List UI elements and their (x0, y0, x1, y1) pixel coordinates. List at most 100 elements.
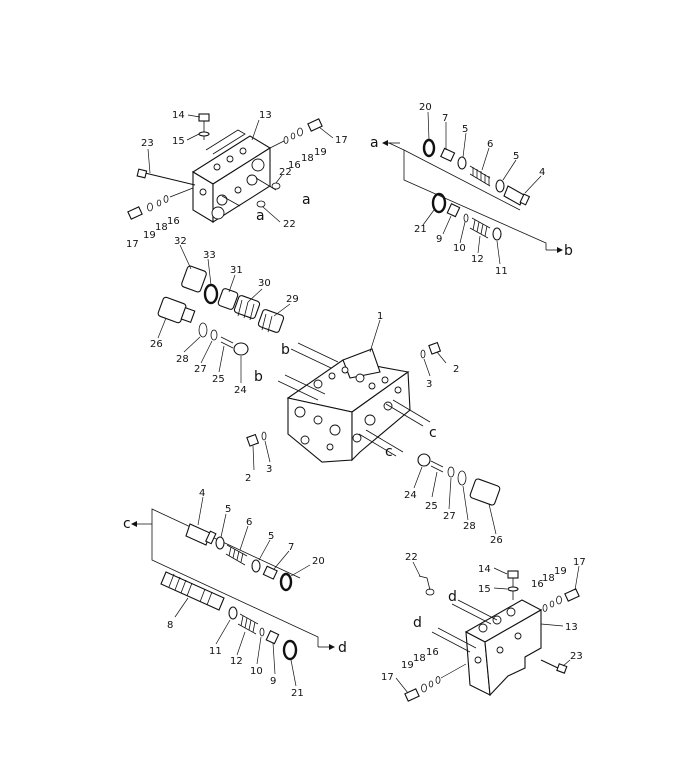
callout-tr-4: 4 (539, 167, 545, 178)
callout-m-27b: 27 (443, 511, 456, 522)
callout-br-16a: 16 (531, 579, 544, 590)
plug-17-left (127, 206, 143, 220)
callout-bl-5b: 5 (268, 531, 274, 542)
plug-9 (446, 203, 461, 218)
washer-15 (198, 131, 210, 137)
top-left-cover-assembly: 14 13 15 17 16 18 19 23 22 a a 22 17 19 … (126, 110, 348, 250)
plug-2-lower (246, 433, 260, 447)
callout-bl-d: d (338, 640, 347, 656)
o-ring-21 (431, 192, 447, 214)
callout-bl-21: 21 (291, 688, 304, 699)
callout-br-17b: 17 (381, 672, 394, 683)
o-ring-3-upper (420, 349, 426, 359)
callout-bl-7: 7 (288, 542, 294, 553)
callout-tl-18b: 18 (155, 222, 168, 233)
callout-br-d1: d (448, 589, 457, 605)
callout-m-1: 1 (377, 311, 383, 322)
spring-25-right (430, 460, 444, 473)
callout-m-27a: 27 (194, 364, 207, 375)
callout-bl-12: 12 (230, 656, 243, 667)
callout-tl-22a: 22 (279, 167, 292, 178)
callout-bl-6: 6 (246, 517, 252, 528)
long-bolt-23-br (540, 659, 561, 670)
cap-7 (440, 147, 456, 162)
callout-tr-5b: 5 (513, 151, 519, 162)
callout-tl-19a: 19 (314, 147, 327, 158)
callout-m-28a: 28 (176, 354, 189, 365)
callout-m-24a: 24 (234, 385, 247, 396)
callout-br-19b: 19 (401, 660, 414, 671)
spring-6 (469, 165, 491, 187)
o-ring-22-br (425, 588, 435, 596)
callout-m-2b: 2 (245, 473, 251, 484)
plug-2-upper (428, 341, 442, 355)
washer-15-br (507, 586, 519, 592)
o-ring-33 (203, 283, 219, 305)
plug-26-right (469, 478, 501, 506)
callout-br-18b: 18 (413, 653, 426, 664)
callout-tr-12: 12 (471, 254, 484, 265)
callout-br-18a: 18 (542, 573, 555, 584)
bottom-right-cover-assembly: 22 14 15 17 16 18 19 d d 13 23 17 19 18 … (381, 552, 586, 702)
retainer-5-lower-b (251, 559, 261, 573)
bottom-left-spool-assembly: 4 5 6 5 7 c 20 8 11 12 10 9 d 21 (123, 488, 347, 699)
callout-m-26b: 26 (490, 535, 503, 546)
callout-m-31: 31 (230, 265, 243, 276)
callout-m-32: 32 (174, 236, 187, 247)
plug-32 (181, 265, 207, 293)
spool-4-lower (185, 523, 211, 546)
o-ring-28-left (198, 322, 208, 338)
callout-tr-6: 6 (487, 139, 493, 150)
o-ring-20 (422, 138, 436, 158)
callout-tr-20: 20 (419, 102, 432, 113)
callout-bl-4: 4 (199, 488, 205, 499)
callout-m-28b: 28 (463, 521, 476, 532)
spring-12 (469, 217, 491, 239)
callout-br-d2: d (413, 615, 422, 631)
o-ring-22-lower (256, 200, 266, 208)
retainer-5-a (457, 156, 467, 170)
callout-m-3a: 3 (426, 379, 432, 390)
bolt-14-br (507, 570, 519, 579)
callout-bl-11: 11 (209, 646, 222, 657)
plug-17-br-left (404, 688, 420, 702)
plug-9-lower (265, 630, 280, 645)
poppet-24-left (233, 342, 249, 356)
cover-block-13-lower-side (484, 609, 542, 697)
callout-tr-11: 11 (495, 266, 508, 277)
callout-m-b2: b (254, 369, 263, 385)
o-ring-10 (463, 213, 469, 223)
plug-17-right (307, 118, 323, 132)
callout-br-16b: 16 (426, 647, 439, 658)
callout-m-29: 29 (286, 294, 299, 305)
callout-tr-7: 7 (442, 113, 448, 124)
callout-m-25a: 25 (212, 374, 225, 385)
callout-m-26a: 26 (150, 339, 163, 350)
callout-bl-9: 9 (270, 676, 276, 687)
retainer-5-b (495, 179, 505, 193)
callout-tl-17b: 17 (126, 239, 139, 250)
spring-6-lower (225, 544, 248, 566)
callout-bl-5a: 5 (225, 504, 231, 515)
o-ring-27-right (447, 466, 455, 478)
callout-tr-b: b (564, 243, 573, 259)
sleeve-31 (217, 288, 239, 310)
spool-8 (160, 571, 225, 611)
callout-m-25b: 25 (425, 501, 438, 512)
o-ring-22-upper (271, 182, 281, 190)
o-ring-21-lower (282, 639, 298, 661)
o-ring-10-lower (259, 627, 265, 637)
o-ring-27-left (210, 329, 218, 341)
callout-bl-8: 8 (167, 620, 173, 631)
callout-m-c1: c (429, 425, 437, 441)
plug-17-br-right (564, 588, 580, 602)
o-ring-28-right (457, 470, 467, 486)
callout-bl-c: c (123, 516, 131, 532)
callout-bl-10: 10 (250, 666, 263, 677)
retainer-5-lower-a (215, 536, 225, 550)
callout-tr-5a: 5 (462, 124, 468, 135)
callout-tr-9: 9 (436, 234, 442, 245)
spool-4 (503, 185, 525, 206)
callout-tr-10: 10 (453, 243, 466, 254)
